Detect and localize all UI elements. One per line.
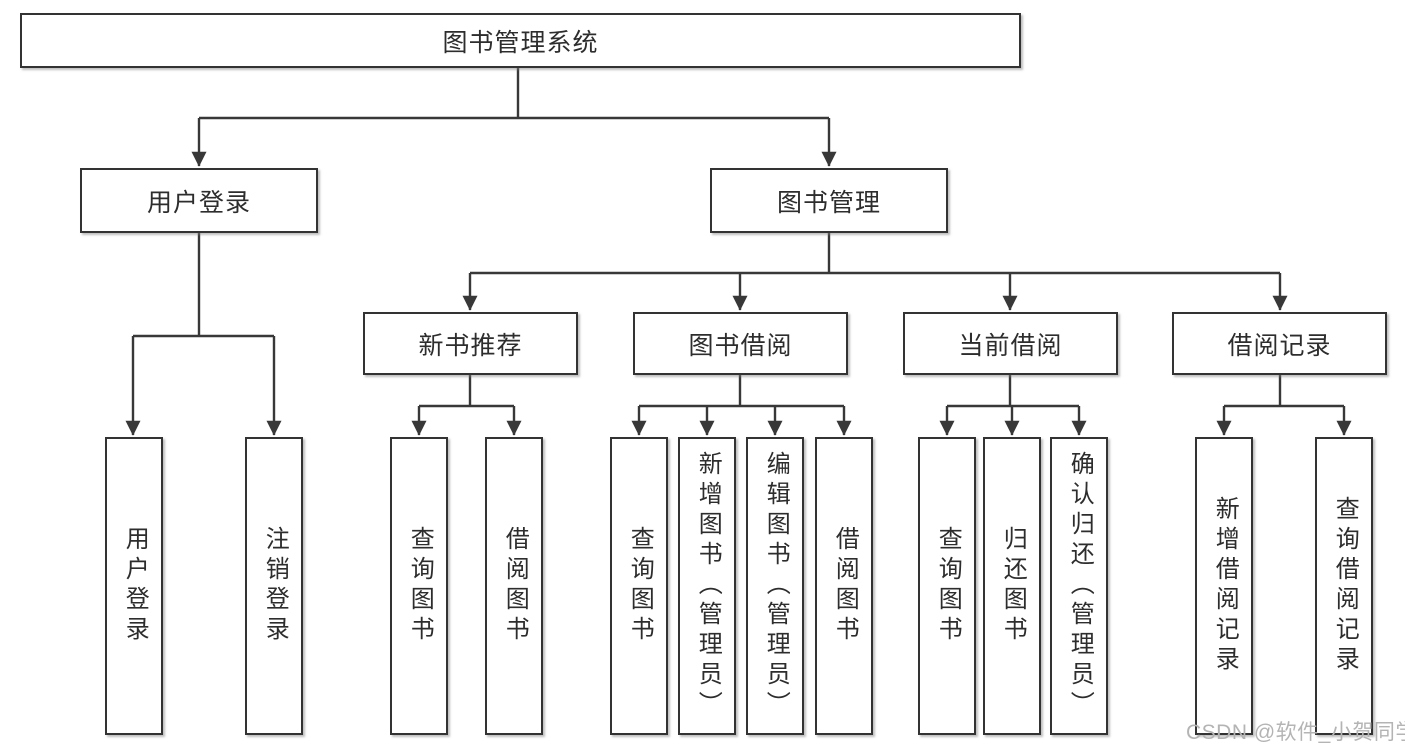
node-label: 查询借阅记录: [1331, 496, 1359, 676]
node-root: 图书管理系统: [20, 13, 1021, 68]
edges-root-to-level2: [191, 68, 837, 167]
node-cb-query-book: 查询图书: [918, 437, 976, 735]
edge-trunk-book-mgmt: [470, 233, 1280, 275]
node-bb-add-book: 新增图书（管理员）: [678, 437, 736, 735]
edge-trunk-new-book-rec: [419, 375, 514, 408]
node-label: 用户登录: [146, 188, 251, 217]
node-book-mgmt: 图书管理: [710, 168, 948, 233]
node-bb-edit-book: 编辑图书（管理员）: [746, 437, 804, 735]
node-label: 归还图书: [999, 526, 1027, 646]
edges-current-borrow-children: [939, 375, 1087, 436]
node-label: 新书推荐: [418, 331, 523, 360]
edges-book-mgmt-children: [462, 233, 1288, 311]
node-label: 图书管理系统: [442, 28, 599, 57]
node-cb-return-book: 归还图书: [983, 437, 1041, 735]
edge-trunk-current-borrow: [947, 375, 1079, 408]
node-label: 查询图书: [626, 526, 654, 646]
edge-trunk-root: [199, 68, 829, 120]
node-br-add-record: 新增借阅记录: [1195, 437, 1253, 735]
node-label: 图书借阅: [688, 331, 793, 360]
edges-new-book-rec-children: [411, 375, 522, 436]
node-label: 借阅图书: [501, 526, 529, 646]
node-label: 查询图书: [406, 526, 434, 646]
node-borrow-record: 借阅记录: [1172, 312, 1387, 375]
edges-borrow-record-children: [1216, 375, 1352, 436]
node-label: 注销登录: [261, 526, 289, 646]
csdn-watermark: CSDN @软件_小贺同学: [1186, 721, 1405, 744]
node-label: 借阅记录: [1227, 331, 1332, 360]
node-cb-confirm-return: 确认归还（管理员）: [1050, 437, 1108, 735]
node-br-query-record: 查询借阅记录: [1315, 437, 1373, 735]
edge-trunk-borrow-record: [1224, 375, 1344, 408]
node-bb-borrow-book: 借阅图书: [815, 437, 873, 735]
node-user-login: 用户登录: [80, 168, 318, 233]
node-rec-borrow-book: 借阅图书: [485, 437, 543, 735]
node-label: 用户登录: [121, 526, 149, 646]
edges-user-login-children: [125, 233, 282, 436]
node-logout: 注销登录: [245, 437, 303, 735]
node-current-borrow: 当前借阅: [903, 312, 1118, 375]
node-label: 新增图书（管理员）: [694, 451, 722, 721]
node-label: 借阅图书: [831, 526, 859, 646]
node-login: 用户登录: [105, 437, 163, 735]
edges-book-borrow-children: [631, 375, 852, 436]
edge-trunk-user-login: [133, 233, 274, 338]
edge-trunk-book-borrow: [639, 375, 844, 408]
node-new-book-rec: 新书推荐: [363, 312, 578, 375]
node-label: 当前借阅: [958, 331, 1063, 360]
node-bb-query-book: 查询图书: [610, 437, 668, 735]
node-rec-query-book: 查询图书: [390, 437, 448, 735]
node-label: 查询图书: [934, 526, 962, 646]
node-label: 图书管理: [776, 188, 881, 217]
node-label: 编辑图书（管理员）: [762, 451, 790, 721]
node-book-borrow: 图书借阅: [633, 312, 848, 375]
node-label: 新增借阅记录: [1211, 496, 1239, 676]
node-label: 确认归还（管理员）: [1066, 451, 1094, 721]
